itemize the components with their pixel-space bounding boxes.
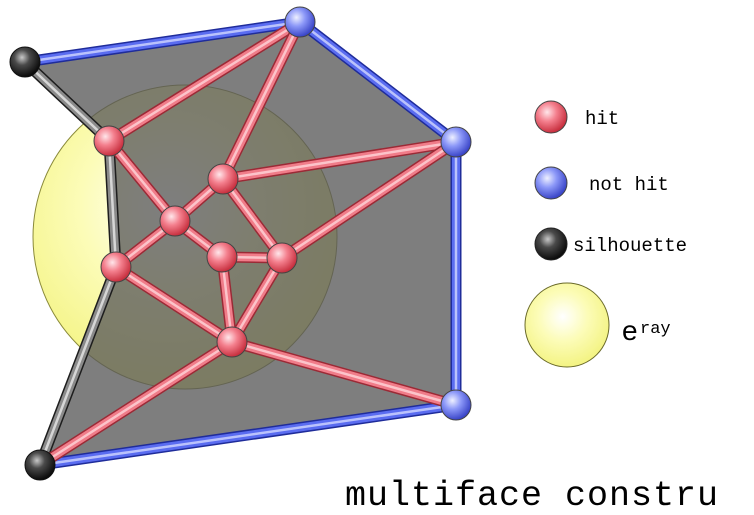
edge-h6-h7 xyxy=(226,252,288,348)
legend-silhouette-marker xyxy=(534,227,568,261)
edge-h2-s2 xyxy=(34,261,122,471)
legend-not-hit-label: not hit xyxy=(589,174,669,196)
edge-h1-h4 xyxy=(103,135,181,227)
edge-b1-b2 xyxy=(294,16,462,148)
vertex-b2 xyxy=(440,126,472,158)
legend-hit-label: hit xyxy=(585,108,619,130)
vertex-h5 xyxy=(206,241,238,273)
legend-hit-marker xyxy=(534,100,568,134)
caption: multiface constru xyxy=(345,476,719,515)
edge-h7-s2 xyxy=(34,336,238,471)
legend-not-hit-marker xyxy=(534,166,568,200)
vertex-h2 xyxy=(100,251,132,283)
vertex-s1 xyxy=(9,46,41,78)
edge-h6-b2 xyxy=(276,136,462,264)
edge-h7-b3 xyxy=(226,336,462,411)
edge-h1-h2 xyxy=(103,135,122,273)
legend-ray-subscript: ray xyxy=(640,320,671,339)
edge-h2-h7 xyxy=(110,261,238,348)
edge-s1-h1 xyxy=(19,56,115,147)
vertex-h3 xyxy=(207,163,239,195)
legend: hit not hit silhouette e ray xyxy=(524,100,687,368)
vertex-h7 xyxy=(216,326,248,358)
edge-b3-s2 xyxy=(34,399,462,471)
legend-ray-marker xyxy=(524,282,610,368)
vertex-h4 xyxy=(159,205,191,237)
edge-h3-h6 xyxy=(217,173,288,264)
vertex-b3 xyxy=(440,389,472,421)
edge-h1-b1 xyxy=(103,16,306,147)
vertex-h6 xyxy=(266,242,298,274)
legend-ray-symbol: e xyxy=(622,315,638,346)
vertex-h1 xyxy=(93,125,125,157)
edge-h3-b2 xyxy=(217,136,462,185)
edge-b1-h3 xyxy=(217,16,306,185)
legend-silhouette-label: silhouette xyxy=(573,235,687,257)
vertex-b1 xyxy=(284,6,316,38)
edge-s1-b1 xyxy=(19,16,306,68)
vertices-layer xyxy=(9,6,472,481)
vertex-s2 xyxy=(24,449,56,481)
